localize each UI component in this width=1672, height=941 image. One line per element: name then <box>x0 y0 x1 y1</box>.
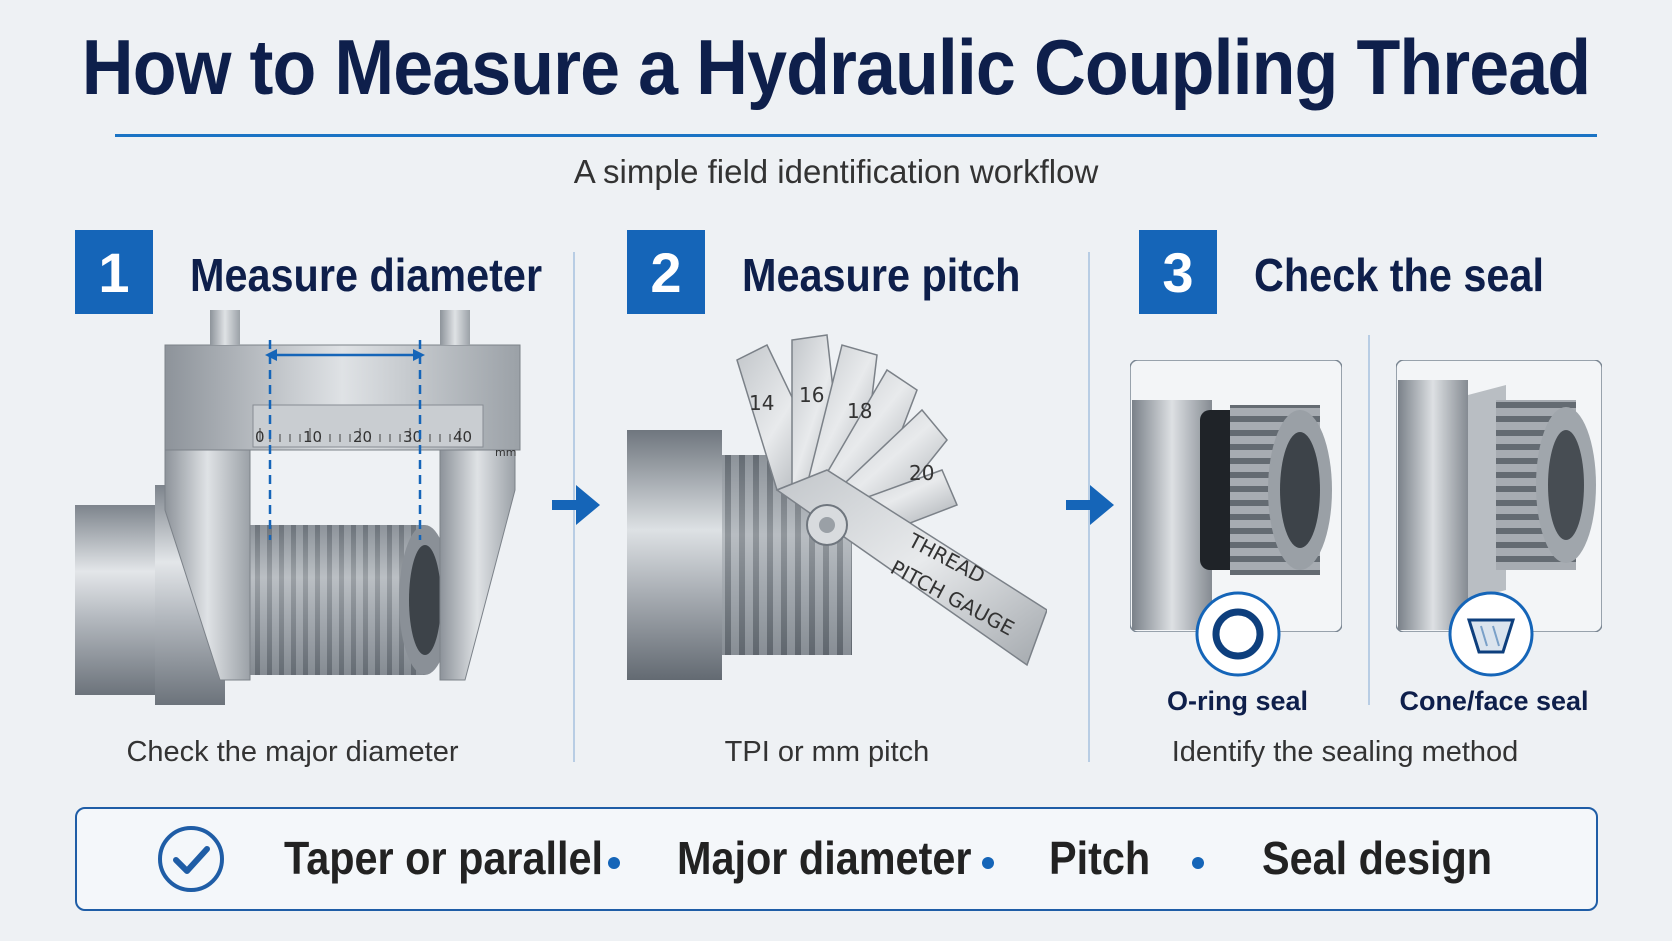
o-ring-fitting-illustration <box>1130 360 1342 632</box>
cone-fitting-illustration <box>1396 360 1602 632</box>
step-3-caption: Identify the sealing method <box>1171 736 1519 768</box>
step-2-title: Measure pitch <box>742 249 1021 301</box>
cone-seal-icon <box>1448 591 1534 677</box>
gauge-blade-label: 14 <box>749 391 774 415</box>
step-1-title: Measure diameter <box>190 249 543 301</box>
bullet-dot <box>608 857 620 869</box>
feature-major-diameter: Major diameter <box>677 832 972 884</box>
step-3-badge: 3 <box>1139 230 1217 314</box>
caliper-illustration: 0 10 20 30 40 mm <box>75 310 521 705</box>
gauge-blade-label: 20 <box>909 461 934 485</box>
caliper-scale-label: 20 <box>353 428 372 446</box>
feature-pitch: Pitch <box>1049 832 1151 884</box>
arrow-right-icon <box>552 485 600 525</box>
feature-taper-or-parallel: Taper or parallel <box>284 832 604 884</box>
caliper-scale-label: 30 <box>403 428 422 446</box>
bullet-dot <box>982 857 994 869</box>
seal-divider <box>1368 335 1370 705</box>
step-2-caption: TPI or mm pitch <box>724 736 930 768</box>
caliper-scale-label: 40 <box>453 428 472 446</box>
cone-seal-label: Cone/face seal <box>1399 686 1589 716</box>
step-1-badge: 1 <box>75 230 153 314</box>
step-2-badge: 2 <box>627 230 705 314</box>
o-ring-icon <box>1195 591 1281 677</box>
step-3-title: Check the seal <box>1254 249 1544 301</box>
check-circle-icon <box>158 826 224 892</box>
caliper-unit-label: mm <box>495 446 516 459</box>
feature-seal-design: Seal design <box>1262 832 1493 884</box>
gauge-blade-label: 18 <box>847 399 872 423</box>
pitch-gauge-illustration: 14 16 18 20 THREAD PITCH GAUGE <box>627 334 1047 680</box>
bullet-dot <box>1192 857 1204 869</box>
feature-checklist-bar: Taper or parallel Major diameter Pitch S… <box>75 807 1598 911</box>
caliper-scale-label: 10 <box>303 428 322 446</box>
caliper-scale-label: 0 <box>255 428 265 446</box>
gauge-blade-label: 16 <box>799 383 824 407</box>
step-1-caption: Check the major diameter <box>126 736 459 768</box>
title-underline <box>115 134 1597 137</box>
arrow-right-icon <box>1066 485 1114 525</box>
page-title: How to Measure a Hydraulic Coupling Thre… <box>81 23 1591 111</box>
page-subtitle: A simple field identification workflow <box>573 153 1099 190</box>
o-ring-seal-label: O-ring seal <box>1166 686 1309 716</box>
